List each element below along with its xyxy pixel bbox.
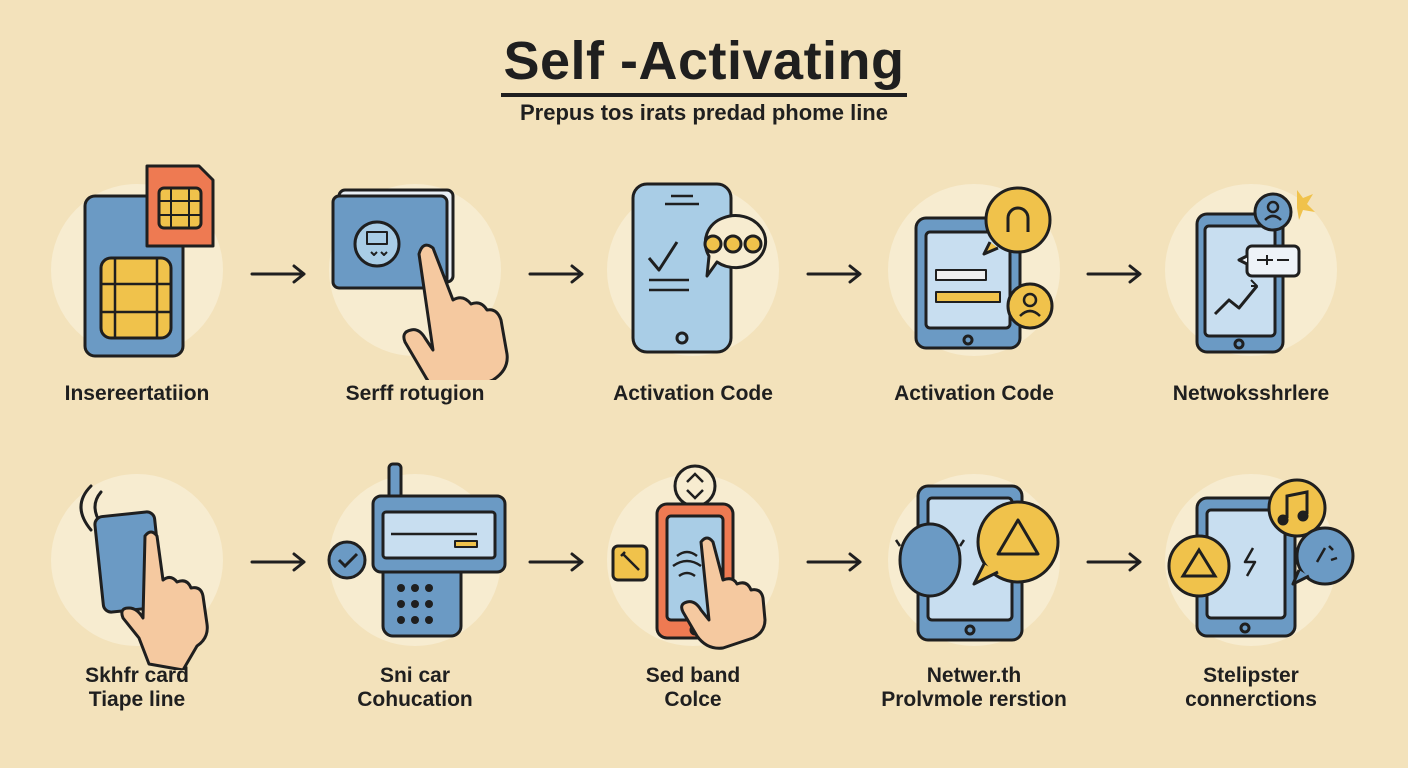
check-badge-icon: [327, 540, 367, 580]
label-line-2: Colce: [664, 688, 722, 711]
user-badge-icon: [1006, 282, 1054, 330]
music-note-icon: [1267, 478, 1327, 538]
phone-icon: [631, 182, 733, 354]
small-sim-icon: [145, 164, 215, 248]
sparkle-icon: [1297, 190, 1315, 220]
step-label: Insereertatiion: [64, 382, 210, 405]
arrow-right-icon: [1086, 552, 1142, 572]
step-label: Serff rotugion: [345, 382, 485, 405]
tapping-hand-icon: [120, 530, 209, 670]
step-label: Netwoksshrlere: [1172, 382, 1330, 405]
headset-icon: [982, 186, 1052, 256]
label-line-2: connerctions: [1185, 688, 1317, 711]
step-activation-code-2: Activation Code: [854, 160, 1094, 460]
step-network-problem: Netwer.th Prolvmole rerstion: [854, 450, 1094, 750]
message-card-icon: [1237, 244, 1301, 278]
edit-badge-icon: [611, 544, 649, 582]
step-send-band: Sed band Colce: [573, 450, 813, 750]
label-line-1: Sni car: [379, 664, 451, 687]
tablet-icon: [914, 216, 1022, 350]
step-activation-code-1: Activation Code: [573, 160, 813, 460]
step-sim-insertion: Insereertatiion: [17, 160, 257, 460]
handheld-device-icon: [371, 462, 507, 638]
arrow-right-icon: [528, 264, 584, 284]
tapping-hand-icon: [402, 243, 509, 380]
step-label: Skhfr card Tiape line: [17, 664, 257, 712]
page-title: Self -Activating: [0, 30, 1408, 97]
step-card-tap: Skhfr card Tiape line: [17, 450, 257, 750]
label-line-1: Sed band: [645, 664, 741, 687]
step-label: Stelipster connerctions: [1131, 664, 1371, 712]
chat-badge-icon: [1291, 526, 1355, 586]
arrow-right-icon: [1086, 264, 1142, 284]
label-line-2: Cohucation: [357, 688, 473, 711]
step-self-rotation: Serff rotugion: [295, 160, 535, 460]
scroll-badge-icon: [673, 464, 717, 508]
label-line-1: Skhfr card: [85, 664, 189, 687]
arrow-right-icon: [250, 264, 306, 284]
warning-bubble-icon: [972, 500, 1060, 586]
step-label: Sni car Cohucation: [295, 664, 535, 712]
step-label: Activation Code: [894, 382, 1054, 405]
step-label: Netwer.th Prolvmole rerstion: [854, 664, 1094, 712]
step-label: Activation Code: [613, 382, 773, 405]
chat-bubble-icon: [703, 214, 768, 278]
alert-triangle-icon: [1167, 534, 1231, 598]
globe-icon: [894, 522, 966, 598]
step-label: Sed band Colce: [573, 664, 813, 712]
arrow-right-icon: [806, 552, 862, 572]
arrow-right-icon: [528, 552, 584, 572]
label-line-1: Netwer.th: [926, 664, 1022, 687]
arrow-right-icon: [806, 264, 862, 284]
label-line-2: Prolvmole rerstion: [881, 688, 1067, 711]
step-connections: Stelipster connerctions: [1131, 450, 1371, 750]
label-line-1: Stelipster: [1203, 664, 1299, 687]
step-sim-education: Sni car Cohucation: [295, 450, 535, 750]
page-subtitle: Prepus tos irats predad phome line: [520, 100, 888, 125]
step-network-share: Netwoksshrlere: [1131, 160, 1371, 460]
label-line-2: Tiape line: [88, 688, 186, 711]
user-avatar-icon: [1253, 192, 1293, 232]
touch-hand-icon: [680, 536, 767, 650]
arrow-right-icon: [250, 552, 306, 572]
tablet-icon: [1195, 212, 1285, 354]
